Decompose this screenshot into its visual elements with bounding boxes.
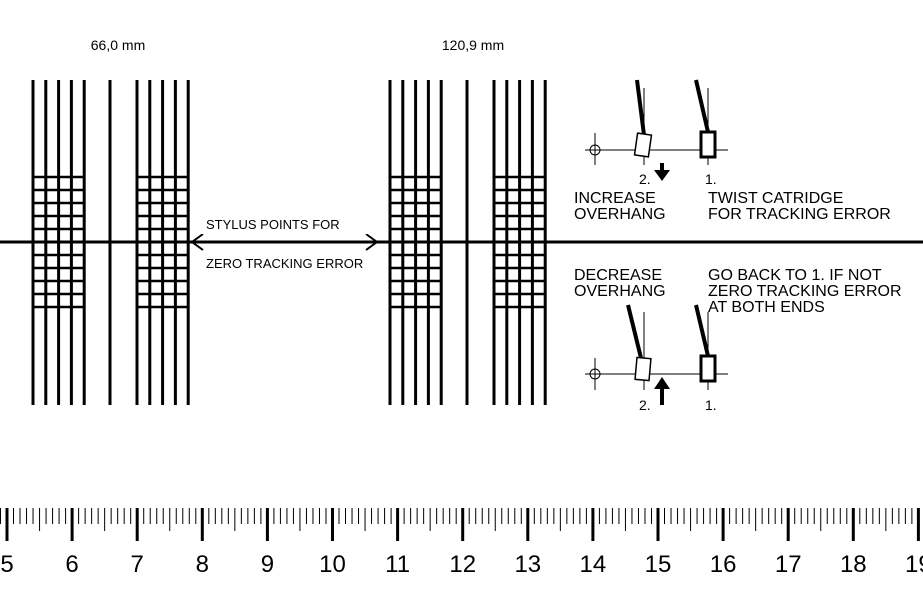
goback-label: GO BACK TO 1. IF NOT [708,267,882,284]
ruler-tick-label: 10 [319,551,346,578]
ruler-tick-label: 17 [775,551,802,578]
ruler-tick-label: 18 [840,551,867,578]
outer-null-label: 120,9 mm [442,37,504,53]
increase-overhang-diagram [585,79,728,181]
ruler-tick-label: 19 [905,551,923,578]
decrease-label-2: OVERHANG [574,283,666,300]
ruler: 5 6 7 8 9 10 11 12 13 14 15 16 17 18 19 [0,508,923,578]
increase-label-2: OVERHANG [574,206,666,223]
tonearm-icon [626,304,643,359]
decrease-overhang-diagram [585,304,728,405]
step-2-label: 2. [639,171,651,187]
ruler-tick-label: 7 [131,551,144,578]
ruler-tick-label: 13 [514,551,541,578]
decrease-label: DECREASE [574,267,662,284]
ruler-tick-label: 11 [385,551,410,578]
cartridge-icon [699,130,717,159]
tonearm-icon [635,79,646,136]
stylus-label-line2: ZERO TRACKING ERROR [206,256,363,271]
tonearm-icon [694,304,710,357]
ruler-tick-label: 9 [261,551,274,578]
goback-label-2: ZERO TRACKING ERROR [708,283,902,300]
goback-label-3: AT BOTH ENDS [708,299,825,316]
step-1-label: 1. [705,171,717,187]
ruler-tick-label: 5 [0,551,13,578]
inner-null-label: 66,0 mm [91,37,145,53]
ruler-tick-label: 14 [580,551,607,578]
ruler-tick-label: 16 [710,551,737,578]
ruler-tick-label: 12 [449,551,476,578]
ruler-tick-label: 15 [645,551,672,578]
cartridge-icon [634,356,652,382]
double-arrow [190,233,379,251]
arrow-up-icon [654,377,670,389]
tonearm-icon [694,79,710,133]
arrow-down-icon [654,170,670,181]
cartridge-icon [699,354,717,383]
increase-label: INCREASE [574,190,656,207]
ruler-tick-label: 6 [65,551,78,578]
step-1-label-bottom: 1. [705,397,717,413]
step-2-label-bottom: 2. [639,397,651,413]
twist-label: TWIST CATRIDGE [708,190,843,207]
twist-label-2: FOR TRACKING ERROR [708,206,891,223]
ruler-tick-label: 8 [196,551,209,578]
stylus-label-line1: STYLUS POINTS FOR [206,217,340,232]
cartridge-icon [633,132,653,158]
